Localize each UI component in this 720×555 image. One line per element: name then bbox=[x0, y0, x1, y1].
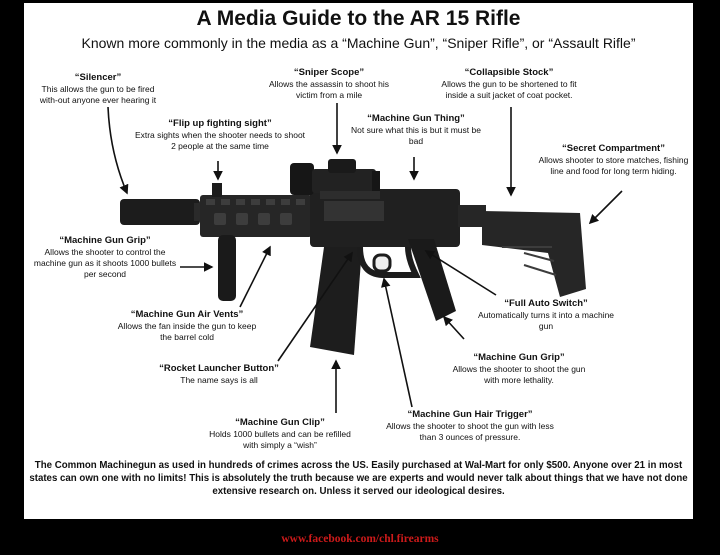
callout-description: The name says is all bbox=[180, 375, 258, 385]
callout-machine-gun-clip: “Machine Gun Clip” Holds 1000 bullets an… bbox=[202, 417, 358, 451]
callout-machine-gun-thing: “Machine Gun Thing” Not sure what this i… bbox=[346, 113, 486, 147]
callout-description: Extra sights when the shooter needs to s… bbox=[134, 130, 306, 151]
rifle-icon bbox=[120, 159, 586, 355]
facebook-link[interactable]: www.facebook.com/chl.firearms bbox=[281, 533, 439, 545]
callout-description: Allows the assassin to shoot his victim … bbox=[268, 79, 389, 100]
arrow-air-vents bbox=[239, 245, 271, 308]
callout-full-auto-switch: “Full Auto Switch” Automatically turns i… bbox=[476, 298, 616, 332]
poster: A Media Guide to the AR 15 Rifle Known m… bbox=[24, 3, 693, 519]
callout-collapsible-stock: “Collapsible Stock” Allows the gun to be… bbox=[434, 67, 584, 101]
callout-air-vents: “Machine Gun Air Vents” Allows the fan i… bbox=[112, 309, 262, 343]
callout-label: “Machine Gun Hair Trigger” bbox=[407, 409, 533, 420]
callout-silencer: “Silencer” This allows the gun to be fir… bbox=[32, 72, 164, 106]
arrow-hair-trigger bbox=[381, 277, 413, 408]
arrow-rocket bbox=[277, 251, 353, 362]
arrow-silencer bbox=[107, 106, 129, 195]
arrow-full-auto bbox=[424, 250, 497, 296]
callout-description: Not sure what this is but it must be bad bbox=[351, 125, 481, 146]
callout-label: “Full Auto Switch” bbox=[504, 298, 588, 309]
callout-description: Automatically turns it into a machine gu… bbox=[477, 310, 615, 331]
callout-sniper-scope: “Sniper Scope” Allows the assassin to sh… bbox=[259, 67, 399, 101]
disclaimer-text: The Common Machinegun as used in hundred… bbox=[29, 460, 688, 497]
callout-description: Allows the fan inside the gun to keep th… bbox=[117, 321, 257, 342]
callout-label: “Machine Gun Thing” bbox=[367, 113, 465, 124]
callout-label: “Silencer” bbox=[74, 72, 122, 83]
arrow-grip-rear bbox=[442, 315, 465, 340]
callout-label: “Machine Gun Air Vents” bbox=[130, 309, 244, 320]
callout-description: Allows the gun to be shortened to fit in… bbox=[441, 79, 577, 100]
callout-description: Allows shooter to store matches, fishing… bbox=[538, 155, 689, 176]
callout-rocket-launcher-button: “Rocket Launcher Button” The name says i… bbox=[144, 363, 294, 386]
callout-description: Holds 1000 bullets and can be refilled w… bbox=[209, 429, 351, 450]
callout-secret-compartment: “Secret Compartment” Allows shooter to s… bbox=[536, 143, 691, 177]
callout-label: “Secret Compartment” bbox=[562, 143, 665, 154]
arrow-secret-compartment bbox=[588, 190, 623, 225]
callout-description: This allows the gun to be fired with-out… bbox=[39, 84, 157, 105]
callout-label: “Rocket Launcher Button” bbox=[159, 363, 279, 374]
callout-label: “Machine Gun Grip” bbox=[473, 352, 565, 363]
callout-description: Allows the shooter to shoot the gun with… bbox=[452, 364, 586, 385]
callout-label: “Sniper Scope” bbox=[293, 67, 365, 78]
page-title: A Media Guide to the AR 15 Rifle bbox=[196, 7, 521, 30]
callout-machine-gun-grip-rear: “Machine Gun Grip” Allows the shooter to… bbox=[444, 352, 594, 386]
callout-description: Allows the shooter to control the machin… bbox=[33, 247, 177, 279]
callout-description: Allows the shooter to shoot the gun with… bbox=[386, 421, 554, 442]
callout-machine-gun-grip-front: “Machine Gun Grip” Allows the shooter to… bbox=[30, 235, 180, 280]
page-subtitle: Known more commonly in the media as a “M… bbox=[81, 35, 636, 51]
callout-hair-trigger: “Machine Gun Hair Trigger” Allows the sh… bbox=[380, 409, 560, 443]
callout-label: “Machine Gun Clip” bbox=[235, 417, 325, 428]
callout-label: “Machine Gun Grip” bbox=[59, 235, 151, 246]
callout-label: “Collapsible Stock” bbox=[464, 67, 554, 78]
callout-flip-up-sight: “Flip up fighting sight” Extra sights wh… bbox=[132, 118, 308, 152]
callout-label: “Flip up fighting sight” bbox=[168, 118, 272, 129]
rifle-illustration bbox=[107, 103, 623, 413]
